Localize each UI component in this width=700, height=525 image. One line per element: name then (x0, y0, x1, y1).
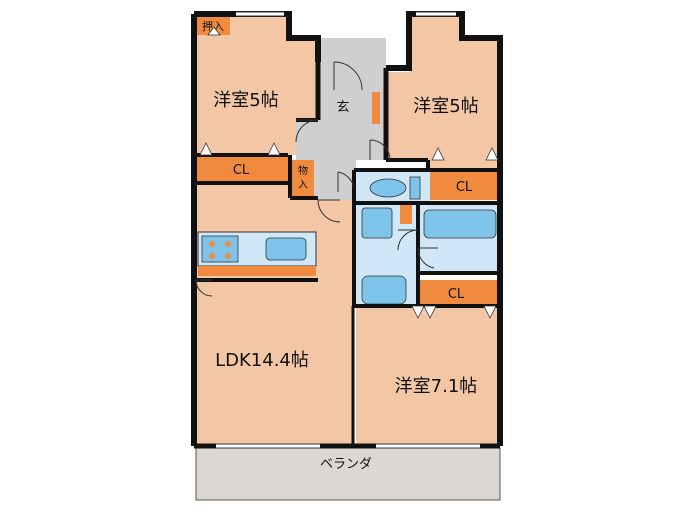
closet-2-label: CL (456, 180, 473, 195)
burner (225, 241, 231, 247)
room-label-western-nw: 洋室5帖 (213, 90, 278, 111)
outer-wall (386, 11, 503, 446)
closet-door-mark (423, 305, 437, 319)
wash-basin (361, 207, 393, 239)
door-nw-room (295, 119, 319, 143)
stove (201, 235, 239, 263)
closet-3 (420, 280, 500, 306)
burner (209, 253, 215, 259)
closet-door-mark (483, 305, 497, 319)
walls (191, 11, 503, 449)
entrance-door (333, 61, 363, 91)
door-wash (397, 229, 419, 251)
monoire-label-2: 入 (298, 180, 308, 191)
door-utility (195, 279, 213, 297)
room-western-se (356, 306, 500, 445)
door-toilet (337, 171, 355, 192)
pipe-space (400, 204, 412, 224)
burner (225, 253, 231, 259)
closet-door-marks (199, 26, 499, 319)
closet-door-mark (199, 142, 213, 156)
door-bath (417, 247, 438, 269)
closet-oshiire (196, 15, 230, 35)
closet-1-label: CL (233, 163, 250, 178)
room-label-western-ne: 洋室5帖 (413, 96, 478, 117)
toilet-bowl (369, 178, 407, 198)
balcony-label: ベランダ (320, 457, 372, 472)
closet-3-label: CL (448, 287, 465, 302)
toilet-tank (409, 176, 421, 200)
shoe-box (372, 92, 380, 124)
closet-2 (430, 172, 500, 200)
balcony-area (195, 447, 501, 501)
room-western-ne (386, 15, 500, 172)
closet-door-mark (431, 147, 445, 161)
burner (209, 241, 215, 247)
door-ne-room (369, 139, 391, 161)
kitchen-back (198, 266, 316, 276)
closet-monoire (292, 160, 314, 196)
windows (216, 11, 480, 449)
room-western-nw (196, 15, 318, 155)
bathtub (423, 209, 497, 239)
oshiire-label: 押入 (202, 19, 224, 33)
washing-machine (361, 275, 407, 305)
closets: 押入 CL 物 入 CL CL (196, 15, 500, 306)
doors (195, 61, 438, 297)
door-ldk (317, 199, 341, 223)
closet-door-mark (411, 305, 425, 319)
closet-door-mark (267, 142, 281, 156)
room-label-ldk: LDK14.4帖 (215, 350, 309, 371)
kitchen-sink (265, 237, 307, 261)
room-label-western-se: 洋室7.1帖 (395, 376, 478, 397)
monoire-label-1: 物 (298, 164, 308, 177)
closet-1 (196, 156, 288, 182)
oshiire-door-mark (207, 26, 221, 36)
entrance-floor (318, 90, 370, 120)
fixtures (197, 176, 497, 305)
room-ldk (196, 183, 352, 445)
entrance-label: 玄 (336, 100, 349, 115)
closet-door-mark (485, 147, 499, 161)
